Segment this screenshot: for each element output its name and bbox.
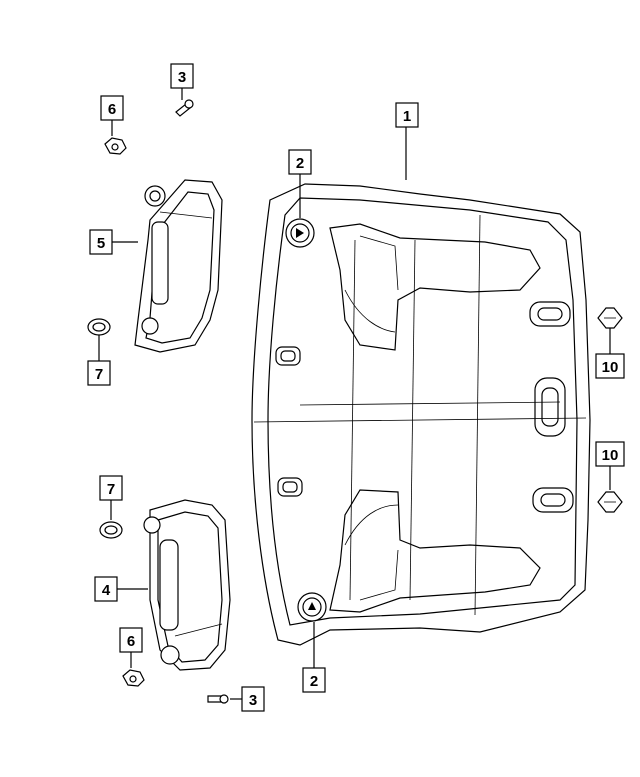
svg-text:2: 2 xyxy=(310,673,318,690)
callout-10-top: 10 xyxy=(595,353,625,379)
svg-text:2: 2 xyxy=(296,155,304,172)
retainer-top xyxy=(597,307,623,329)
callout-6-bottom: 6 xyxy=(119,627,143,653)
callout-2-bottom: 2 xyxy=(302,667,326,693)
callout-3-bottom: 3 xyxy=(241,686,265,712)
callout-4: 4 xyxy=(94,576,118,602)
clip-top xyxy=(104,137,127,155)
svg-text:3: 3 xyxy=(249,692,257,709)
screw-bottom xyxy=(207,694,229,704)
svg-text:4: 4 xyxy=(102,582,111,599)
headliner-part xyxy=(251,183,591,646)
callout-7-bottom: 7 xyxy=(99,475,123,501)
svg-text:7: 7 xyxy=(107,481,115,498)
svg-text:6: 6 xyxy=(127,633,135,650)
callout-6-top: 6 xyxy=(100,95,124,121)
svg-text:3: 3 xyxy=(178,69,186,86)
svg-text:7: 7 xyxy=(95,366,103,383)
svg-text:10: 10 xyxy=(602,447,619,464)
visor-clip-bottom xyxy=(297,592,327,622)
plug-top xyxy=(87,318,111,336)
svg-text:1: 1 xyxy=(403,108,411,125)
screw-top xyxy=(175,99,194,117)
visor-clip-top xyxy=(285,218,315,248)
svg-text:6: 6 xyxy=(108,101,116,118)
callout-2-top: 2 xyxy=(288,149,312,175)
clip-bottom xyxy=(122,669,145,687)
leader-lines xyxy=(98,88,611,700)
sun-visor-left xyxy=(134,179,223,353)
plug-bottom xyxy=(99,521,123,539)
callout-7-top: 7 xyxy=(87,360,111,386)
callout-1: 1 xyxy=(395,102,419,128)
retainer-bottom xyxy=(597,491,623,513)
callout-3-top: 3 xyxy=(170,63,194,89)
svg-text:5: 5 xyxy=(97,235,105,252)
svg-text:10: 10 xyxy=(602,359,619,376)
callout-10-bottom: 10 xyxy=(595,441,625,467)
sun-visor-right xyxy=(143,499,231,671)
callout-5: 5 xyxy=(89,229,113,255)
